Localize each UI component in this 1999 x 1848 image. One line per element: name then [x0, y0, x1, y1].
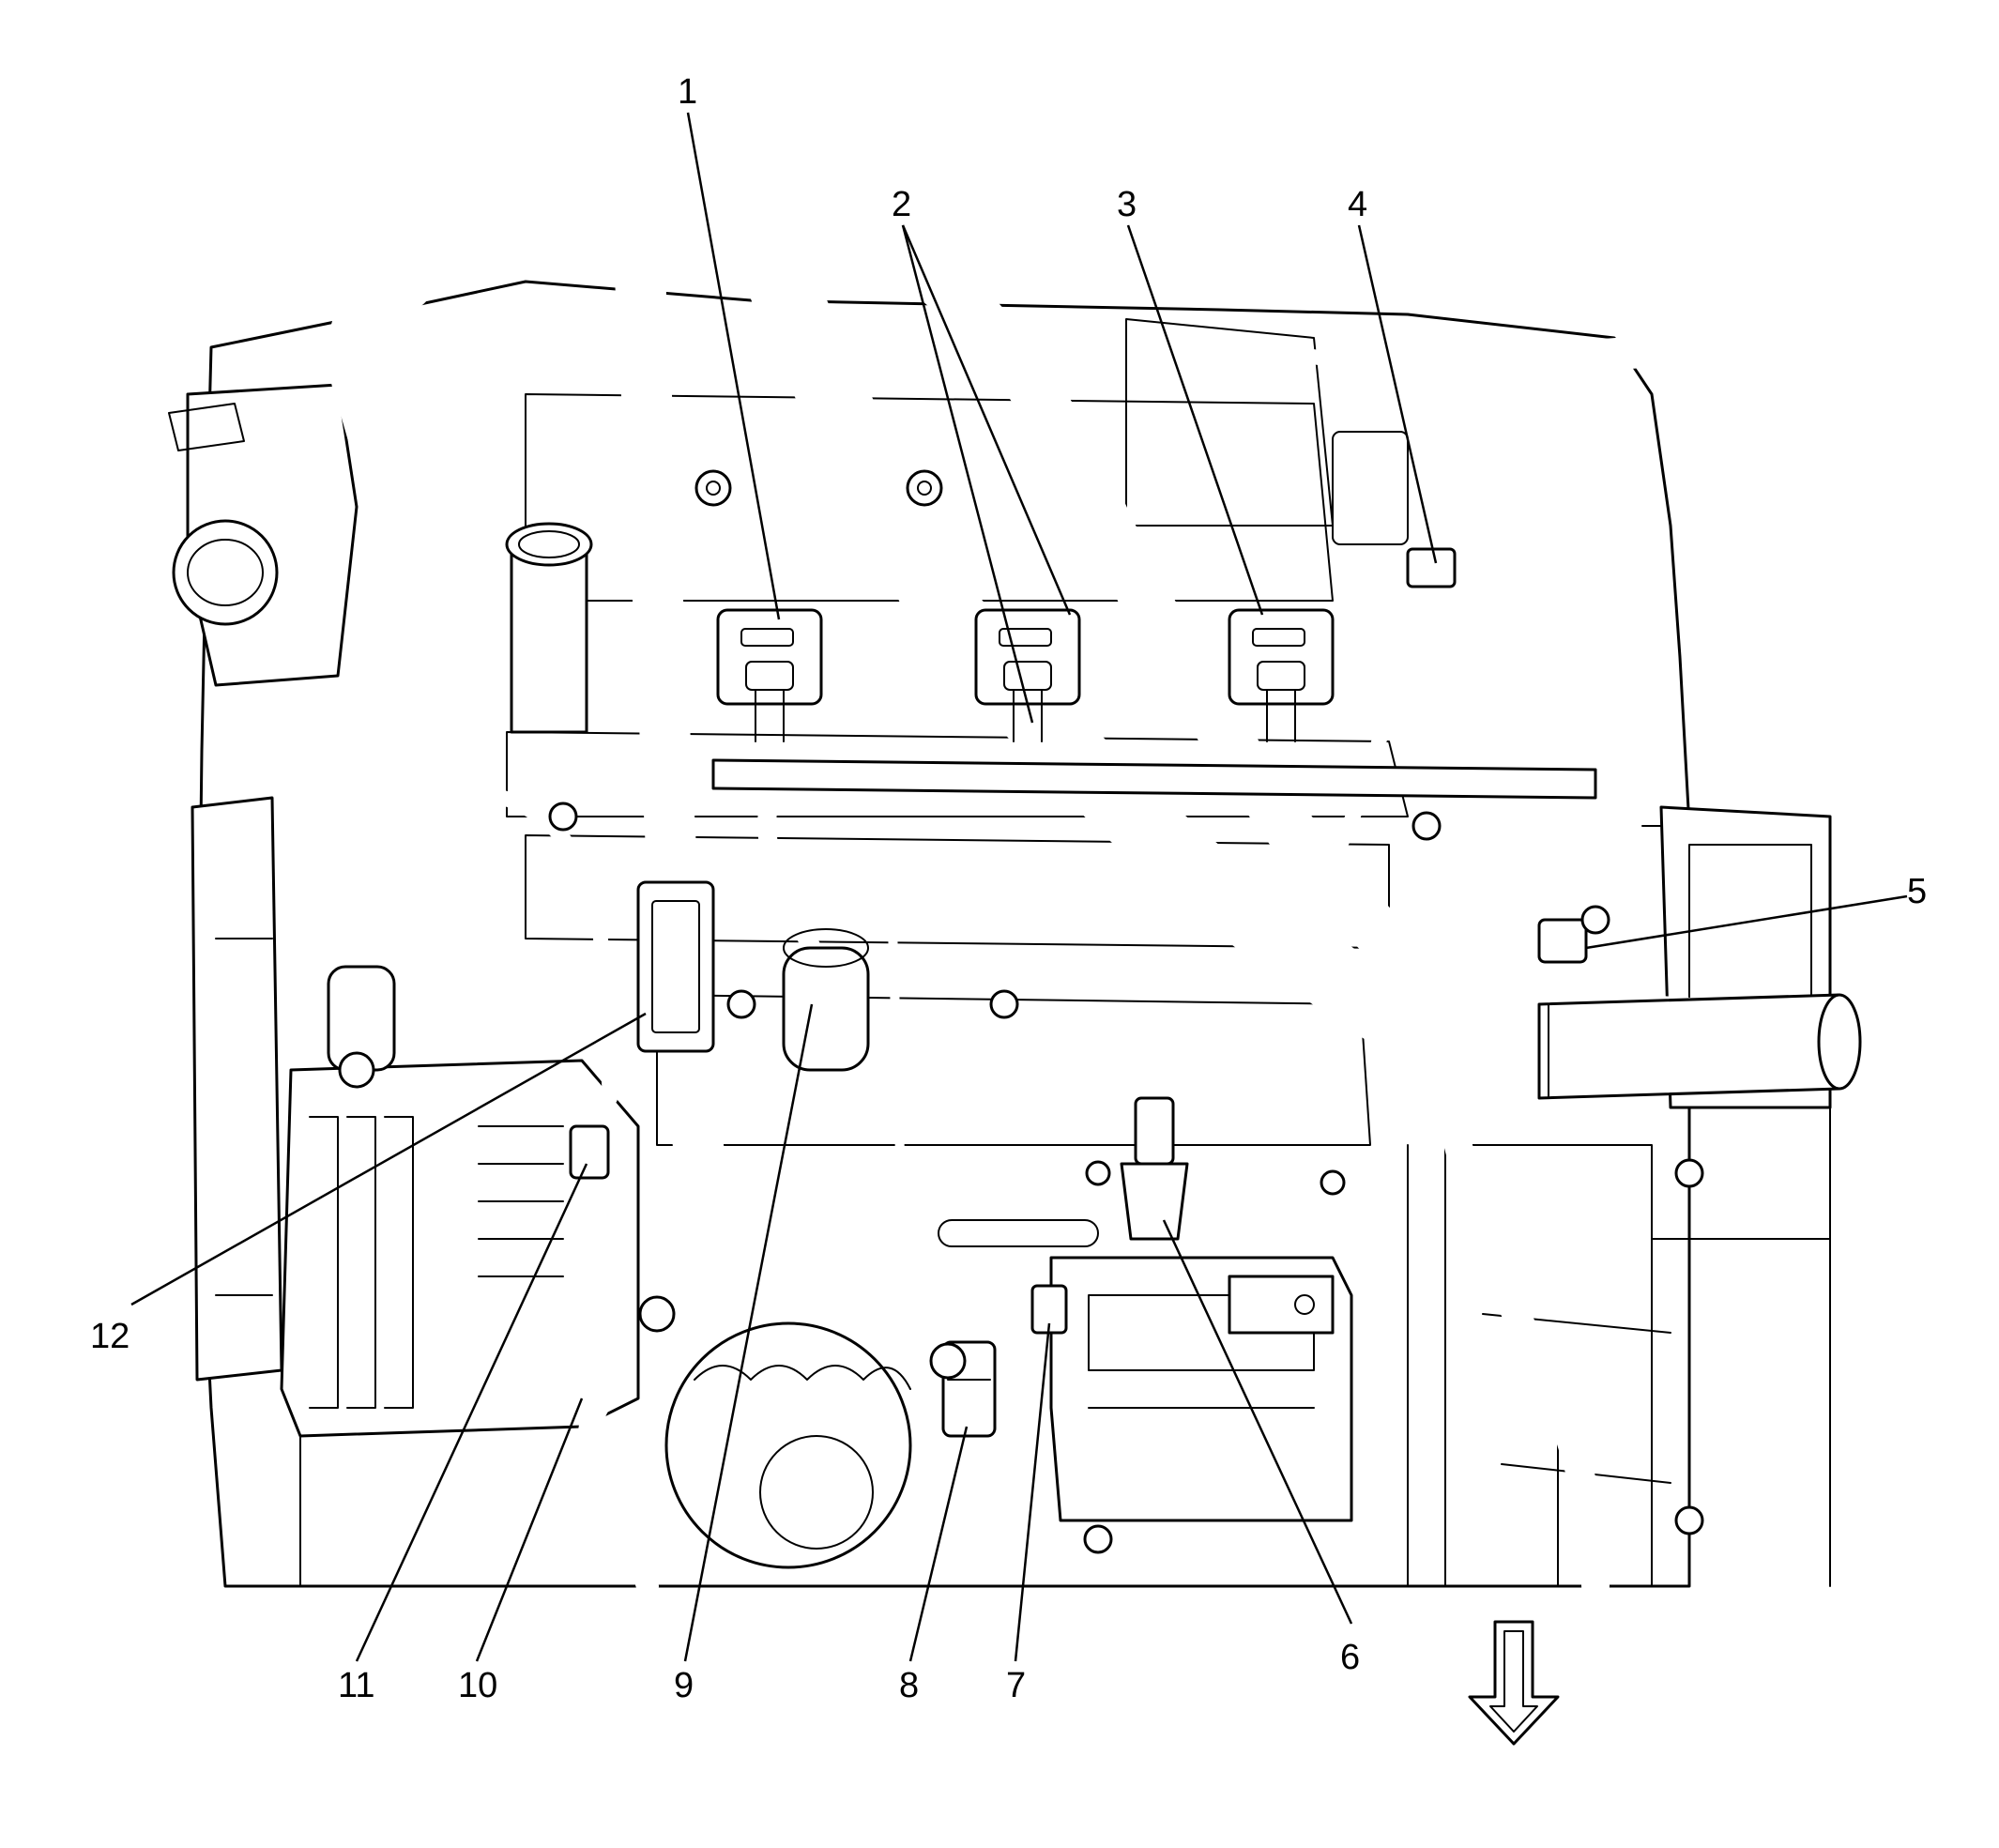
leader-2b	[901, 224, 1034, 724]
callout-12: 12	[90, 1317, 130, 1356]
leader-10	[475, 1397, 584, 1662]
callout-9: 9	[674, 1666, 694, 1705]
connector-5	[1537, 918, 1588, 964]
leader-4	[1357, 224, 1438, 564]
injector-connector-2	[974, 608, 1081, 742]
oil-filter	[664, 1321, 912, 1569]
callout-2: 2	[892, 185, 911, 224]
injector-connector-1	[716, 608, 823, 742]
harness-clip-12	[636, 880, 715, 1053]
leader-8	[908, 1426, 969, 1662]
alternator	[280, 965, 640, 1438]
callout-7: 7	[1006, 1666, 1026, 1705]
callout-4: 4	[1348, 185, 1367, 224]
hose-group	[284, 219, 1874, 1600]
callout-5: 5	[1907, 872, 1927, 911]
leader-6	[1162, 1219, 1353, 1625]
throttle-body	[168, 383, 359, 687]
sensor-6	[1120, 1096, 1189, 1241]
bolts	[548, 469, 1704, 1554]
leader-11	[355, 1163, 588, 1662]
leader-3	[1126, 224, 1264, 616]
arrow-down-icon	[1468, 1620, 1560, 1746]
leader-2a	[901, 224, 1072, 616]
hose-sleeve	[1537, 993, 1862, 1100]
callout-11: 11	[338, 1666, 374, 1705]
fuel-rail	[711, 758, 1597, 800]
leader-5	[1585, 894, 1908, 950]
leader-9	[683, 1003, 814, 1662]
leader-12	[130, 1012, 647, 1306]
leader-lines	[130, 112, 1908, 1662]
coolant-pipe	[505, 522, 593, 734]
callout-6: 6	[1340, 1638, 1360, 1677]
connector-4	[1332, 431, 1457, 588]
callout-1: 1	[678, 72, 697, 112]
callout-10: 10	[458, 1666, 497, 1705]
callout-3: 3	[1117, 185, 1137, 224]
callout-labels: 1 2 3 4 5 6 7 8 9 10 11 12	[90, 72, 1927, 1705]
leader-7	[1014, 1322, 1051, 1662]
leader-1	[686, 112, 781, 620]
accessory-pulley	[191, 796, 283, 1382]
callout-8: 8	[899, 1666, 919, 1705]
injector-connector-3	[1228, 608, 1335, 742]
ignition-coil-9	[782, 928, 870, 1072]
alternator-connector-11	[569, 1124, 610, 1180]
